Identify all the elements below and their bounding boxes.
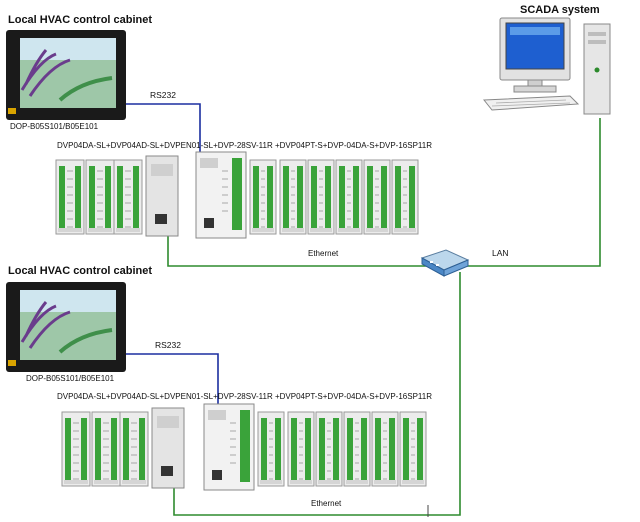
- plc-module-row-top: [55, 151, 419, 239]
- ethernet-wire-bottom: [173, 272, 461, 516]
- plc-module-row-bottom: [61, 403, 427, 491]
- hmi-model-bottom: DOP-B05S101/B05E101: [26, 374, 115, 383]
- plc-top-module-io-9: [363, 159, 391, 235]
- scada-title: SCADA system: [520, 4, 600, 16]
- rs232-label-bottom: RS232: [155, 340, 181, 350]
- ethernet-wire-top: [167, 228, 428, 267]
- plc-bottom-module-en01: [151, 407, 185, 489]
- plc-bottom-module-io-10: [399, 411, 427, 487]
- cabinet-title-bottom: Local HVAC control cabinet: [8, 265, 153, 277]
- ethernet-switch-icon: [420, 249, 470, 277]
- plc-bottom-module-io-9: [371, 411, 399, 487]
- plc-bottom-module-io-7: [315, 411, 343, 487]
- plc-top-module-io-10: [391, 159, 419, 235]
- plc-top-module-04da: [55, 159, 85, 235]
- plc-top-module-io-8: [335, 159, 363, 235]
- plc-bottom-module-io-8: [343, 411, 371, 487]
- plc-top-module-cpu: [195, 151, 247, 239]
- hmi-model-top: DOP-B05S101/B05E101: [10, 122, 99, 131]
- ethernet-label-bottom: Ethernet: [311, 499, 342, 508]
- ethernet-label-top: Ethernet: [308, 249, 339, 258]
- plc-bottom-module-04ad: [91, 411, 121, 487]
- plc-top-module-io-5: [249, 159, 277, 235]
- plc-bottom-module-cpu: [203, 403, 255, 491]
- plc-bottom-module-io-5: [257, 411, 285, 487]
- plc-top-module-04ad: [85, 159, 115, 235]
- plc-config-bottom: DVP04DA-SL+DVP04AD-SL+DVPEN01-SL+DVP-28S…: [57, 392, 432, 401]
- plc-top-module-en01: [145, 155, 179, 237]
- lan-wire: [466, 118, 601, 267]
- scada-computer-icon: [482, 17, 611, 115]
- plc-top-module-io-7: [307, 159, 335, 235]
- plc-config-top: DVP04DA-SL+DVP04AD-SL+DVPEN01-SL+DVP-28S…: [57, 141, 432, 150]
- lan-label: LAN: [492, 248, 509, 258]
- plc-bottom-module-io-6: [287, 411, 315, 487]
- plc-bottom-module-04da: [61, 411, 91, 487]
- hmi-touchscreen-bottom: [6, 282, 126, 372]
- hmi-touchscreen-top: [6, 30, 126, 120]
- rs232-label-top: RS232: [150, 90, 176, 100]
- plc-bottom-module-04ad-2: [119, 411, 149, 487]
- plc-top-module-io-6: [279, 159, 307, 235]
- plc-top-module-04ad-2: [113, 159, 143, 235]
- cabinet-title-top: Local HVAC control cabinet: [8, 14, 153, 26]
